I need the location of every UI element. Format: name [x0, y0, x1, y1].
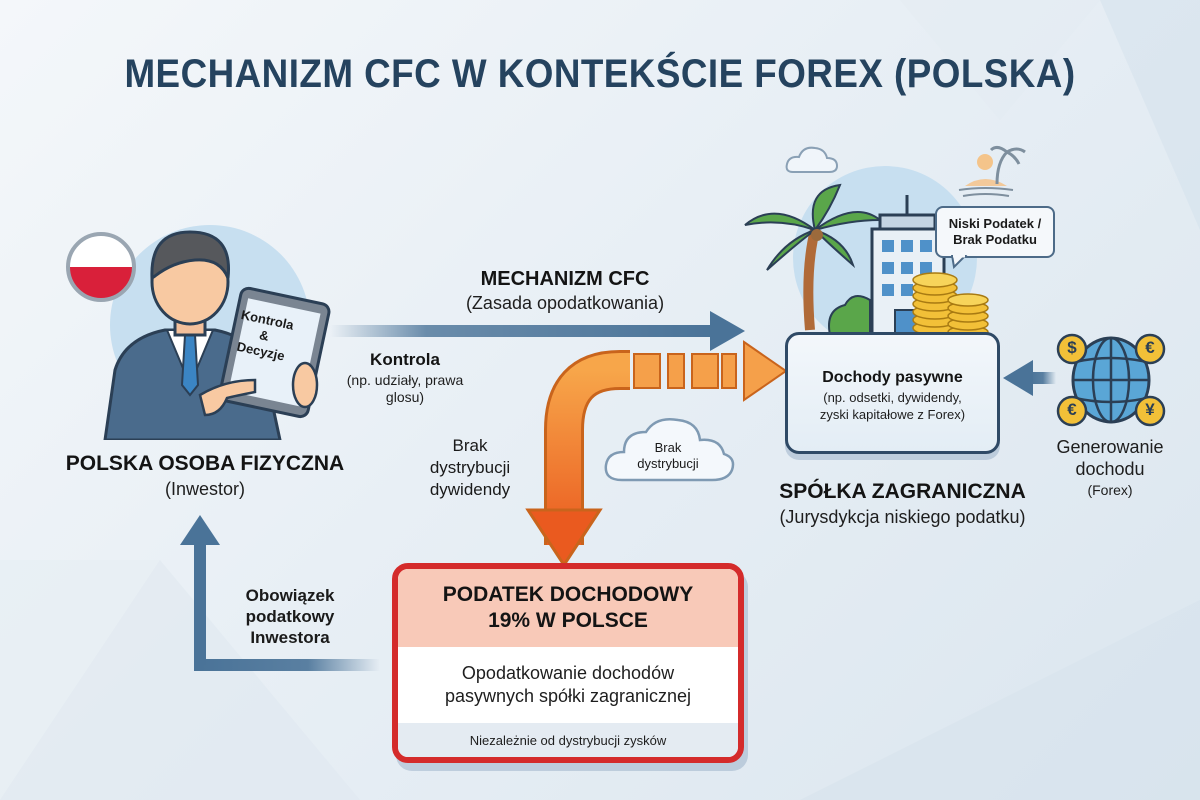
- tax-box-footer: Niezależnie od dystrybucji zysków: [398, 723, 738, 757]
- passive-income-box: Dochody pasywne (np. odsetki, dywidendy,…: [785, 332, 1000, 454]
- forex-line-3: (Forex): [1087, 482, 1133, 498]
- cloud-icon: [604, 418, 735, 482]
- company-label: SPÓŁKA ZAGRANICZNA (Jurysdykcja niskiego…: [735, 480, 1070, 528]
- no-dividend-line: dystrybucji: [429, 458, 511, 477]
- obligation-line: Obowiązek: [245, 586, 335, 605]
- investor-role: (Inwestor): [164, 479, 245, 499]
- orange-no-distribution-arrow: [525, 340, 788, 568]
- tax-title-1: PODATEK DOCHODOWY: [442, 583, 694, 606]
- tax-box-body: Opodatkowanie dochodów pasywnych spółki …: [398, 647, 738, 723]
- forex-globe-icon: [1056, 333, 1166, 427]
- obligation-line: Inwestora: [250, 628, 330, 647]
- poland-flag-icon: [66, 232, 136, 302]
- cfc-title: MECHANIZM CFC: [480, 268, 650, 290]
- no-dividend-line: dywidendy: [429, 480, 511, 499]
- low-tax-bubble: Niski Podatek / Brak Podatku: [935, 206, 1055, 258]
- income-line-2: zyski kapitałowe z Forex): [819, 407, 966, 422]
- no-dividend-line: Brak: [452, 436, 488, 455]
- cloud-line: Brak: [654, 440, 682, 455]
- tax-body-1: Opodatkowanie dochodów: [461, 663, 675, 683]
- company-subtitle: (Jurysdykcja niskiego podatku): [779, 507, 1026, 527]
- bubble-tail: [950, 255, 968, 269]
- currency-yen-icon: ¥: [1145, 400, 1155, 419]
- tax-box: PODATEK DOCHODOWY 19% W POLSCE Opodatkow…: [392, 563, 744, 763]
- tax-title-2: 19% W POLSCE: [488, 609, 648, 632]
- currency-dollar-icon: $: [1067, 338, 1077, 357]
- tax-body-2: pasywnych spółki zagranicznej: [444, 686, 692, 706]
- bubble-line: Niski Podatek /: [948, 216, 1042, 231]
- company-name: SPÓŁKA ZAGRANICZNA: [779, 480, 1026, 503]
- tax-footer: Niezależnie od dystrybucji zysków: [469, 732, 667, 748]
- control-subtitle-2: glosu): [385, 389, 425, 405]
- cfc-arrow: [330, 311, 745, 351]
- currency-euro-icon: €: [1067, 400, 1077, 419]
- cfc-subtitle: (Zasada opodatkowania): [465, 293, 665, 313]
- forex-line-1: Generowanie: [1056, 437, 1164, 457]
- obligation-label: Obowiązek podatkowy Inwestora: [225, 585, 355, 648]
- page-title: MECHANIZM CFC W KONTEKŚCIE FOREX (POLSKA…: [124, 52, 1076, 96]
- obligation-line: podatkowy: [245, 607, 335, 626]
- income-line-1: (np. odsetki, dywidendy,: [823, 390, 962, 405]
- forex-label: Generowanie dochodu (Forex): [1030, 436, 1190, 500]
- investor-name: POLSKA OSOBA FIZYCZNA: [65, 452, 345, 475]
- bubble-line: Brak Podatku: [953, 232, 1037, 247]
- cloud-label: Brak dystrybucji: [612, 440, 724, 472]
- investor-label: POLSKA OSOBA FIZYCZNA (Inwestor): [40, 452, 370, 500]
- tax-box-header: PODATEK DOCHODOWY 19% W POLSCE: [398, 569, 738, 647]
- forex-line-2: dochodu: [1075, 459, 1145, 479]
- control-title: Kontrola: [370, 350, 440, 369]
- investor-illustration: [103, 225, 331, 440]
- currency-euro-icon: €: [1145, 338, 1155, 357]
- cloud-line: dystrybucji: [637, 456, 699, 471]
- cfc-arrow-label: MECHANIZM CFC (Zasada opodatkowania): [400, 268, 730, 314]
- income-title: Dochody pasywne: [822, 369, 963, 386]
- obligation-arrow: [180, 515, 380, 671]
- no-dividend-label: Brak dystrybucji dywidendy: [410, 435, 530, 501]
- control-subtitle-1: (np. udziały, prawa: [346, 372, 464, 388]
- control-label: Kontrola (np. udziały, prawa glosu): [335, 350, 475, 406]
- forex-income-arrow: [1003, 360, 1056, 396]
